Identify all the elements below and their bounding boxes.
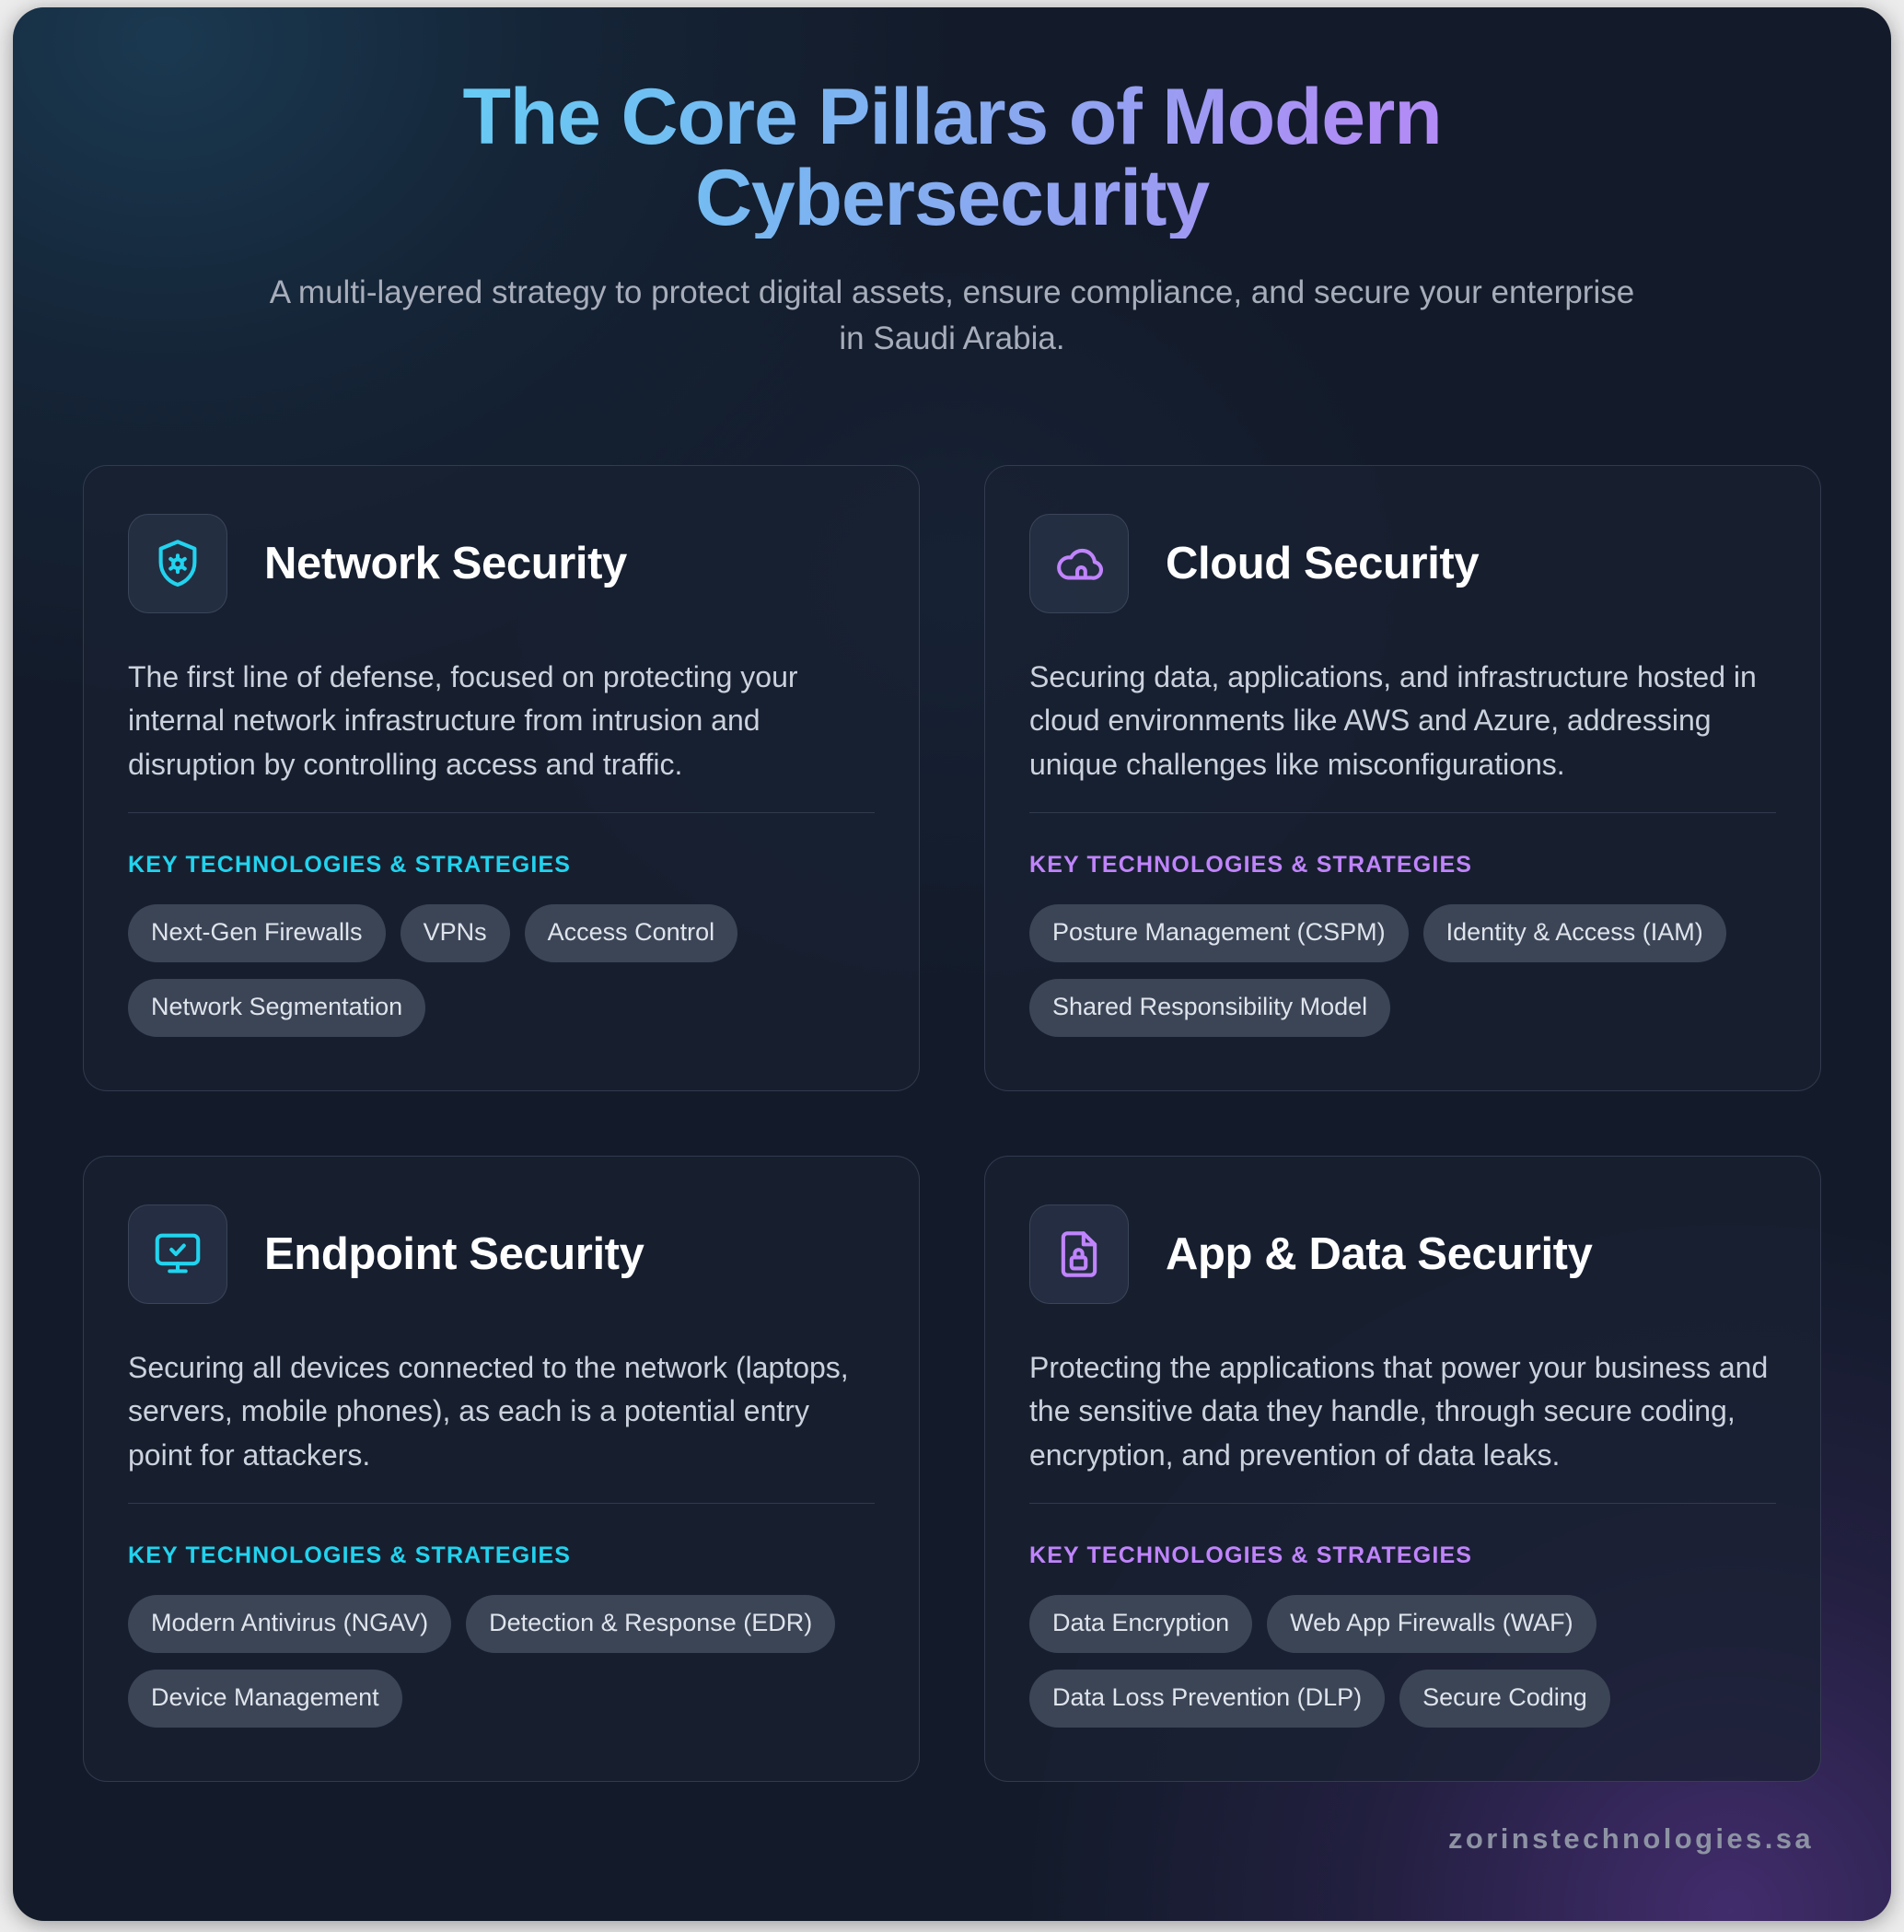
tag-list: Data Encryption Web App Firewalls (WAF) … [1029, 1594, 1776, 1728]
infographic-page: The Core Pillars of Modern Cybersecurity… [13, 7, 1891, 1921]
card-divider [128, 811, 875, 813]
pillar-card-app-data-security[interactable]: App & Data Security Protecting the appli… [984, 1155, 1821, 1782]
cloud-lock-icon [1029, 513, 1129, 613]
tag-item[interactable]: Data Encryption [1029, 1594, 1253, 1653]
card-description: The first line of defense, focused on pr… [128, 659, 798, 781]
pillar-card-endpoint-security[interactable]: Endpoint Security Securing all devices c… [83, 1155, 920, 1782]
footer-website[interactable]: zorinstechnologies.sa [1448, 1821, 1814, 1855]
page-header: The Core Pillars of Modern Cybersecurity… [83, 7, 1821, 362]
monitor-check-icon [128, 1204, 227, 1304]
tag-list: Posture Management (CSPM) Identity & Acc… [1029, 903, 1776, 1037]
shield-network-icon [128, 513, 227, 613]
tag-item[interactable]: VPNs [400, 903, 510, 962]
card-description: Protecting the applications that power y… [1029, 1350, 1769, 1472]
card-title: Network Security [264, 538, 627, 588]
page-content: The Core Pillars of Modern Cybersecurity… [13, 7, 1891, 1782]
tag-item[interactable]: Shared Responsibility Model [1029, 978, 1391, 1037]
page-title: The Core Pillars of Modern Cybersecurity [280, 76, 1624, 239]
card-divider [1029, 1502, 1776, 1504]
key-technologies-label: KEY TECHNOLOGIES & STRATEGIES [128, 1542, 572, 1568]
card-title: App & Data Security [1166, 1228, 1593, 1279]
card-title: Cloud Security [1166, 538, 1480, 588]
tag-item[interactable]: Next-Gen Firewalls [128, 903, 386, 962]
tag-item[interactable]: Web App Firewalls (WAF) [1267, 1594, 1596, 1653]
tag-item[interactable]: Network Segmentation [128, 978, 426, 1037]
card-divider [1029, 811, 1776, 813]
pillar-card-cloud-security[interactable]: Cloud Security Securing data, applicatio… [984, 464, 1821, 1091]
card-divider [128, 1502, 875, 1504]
tag-item[interactable]: Secure Coding [1399, 1669, 1610, 1728]
card-header: App & Data Security [1029, 1204, 1776, 1304]
key-technologies-label: KEY TECHNOLOGIES & STRATEGIES [1029, 1542, 1473, 1568]
key-technologies-label: KEY TECHNOLOGIES & STRATEGIES [128, 851, 572, 878]
pillar-card-grid: Network Security The first line of defen… [83, 464, 1821, 1782]
card-description: Securing data, applications, and infrast… [1029, 659, 1757, 781]
card-title: Endpoint Security [264, 1228, 644, 1279]
key-technologies-label: KEY TECHNOLOGIES & STRATEGIES [1029, 851, 1473, 878]
card-header: Cloud Security [1029, 513, 1776, 613]
tag-item[interactable]: Device Management [128, 1669, 402, 1728]
card-header: Endpoint Security [128, 1204, 875, 1304]
tag-list: Modern Antivirus (NGAV) Detection & Resp… [128, 1594, 875, 1728]
tag-item[interactable]: Modern Antivirus (NGAV) [128, 1594, 452, 1653]
card-header: Network Security [128, 513, 875, 613]
tag-item[interactable]: Posture Management (CSPM) [1029, 903, 1409, 962]
tag-item[interactable]: Detection & Response (EDR) [466, 1594, 836, 1653]
file-lock-icon [1029, 1204, 1129, 1304]
tag-item[interactable]: Access Control [524, 903, 738, 962]
page-subtitle: A multi-layered strategy to protect digi… [269, 274, 1635, 357]
pillar-card-network-security[interactable]: Network Security The first line of defen… [83, 464, 920, 1091]
tag-list: Next-Gen Firewalls VPNs Access Control N… [128, 903, 875, 1037]
tag-item[interactable]: Identity & Access (IAM) [1422, 903, 1726, 962]
card-description: Securing all devices connected to the ne… [128, 1350, 849, 1472]
tag-item[interactable]: Data Loss Prevention (DLP) [1029, 1669, 1386, 1728]
